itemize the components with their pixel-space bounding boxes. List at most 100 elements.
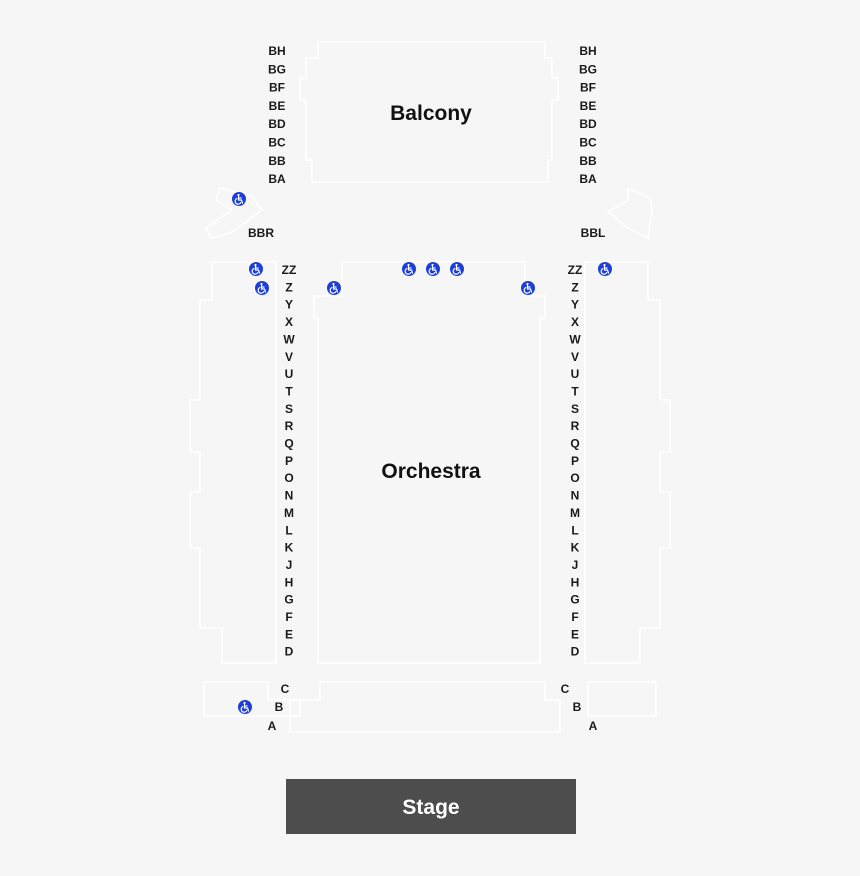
row-label[interactable]: Z: [285, 280, 292, 294]
row-label[interactable]: W: [569, 332, 581, 346]
row-label[interactable]: BB: [268, 154, 286, 168]
row-label[interactable]: G: [284, 593, 293, 607]
row-label[interactable]: T: [285, 384, 293, 398]
wheelchair-icon[interactable]: [249, 262, 263, 276]
wheelchair-icon[interactable]: [232, 192, 246, 206]
row-label[interactable]: R: [571, 419, 580, 433]
section-outlines: [189, 41, 671, 733]
row-label[interactable]: BF: [269, 81, 285, 95]
row-label[interactable]: Y: [285, 298, 293, 312]
row-label[interactable]: J: [286, 558, 293, 572]
row-label[interactable]: H: [285, 575, 294, 589]
orchestra-center-outline: [313, 261, 546, 664]
wheelchair-icon[interactable]: [255, 281, 269, 295]
accessible-seating-icons: [232, 192, 612, 714]
wheelchair-icon[interactable]: [426, 262, 440, 276]
row-label[interactable]: BA: [579, 172, 597, 186]
box-right-outline: [606, 187, 653, 240]
row-label[interactable]: B: [275, 700, 284, 714]
row-label[interactable]: BE: [269, 99, 286, 113]
balcony-title[interactable]: Balcony: [390, 102, 472, 125]
row-label[interactable]: BG: [268, 62, 286, 76]
row-label[interactable]: Z: [571, 280, 578, 294]
row-label[interactable]: R: [285, 419, 294, 433]
row-label[interactable]: BF: [580, 81, 596, 95]
wheelchair-icon[interactable]: [402, 262, 416, 276]
stage[interactable]: [286, 779, 576, 834]
wheelchair-icon[interactable]: [598, 262, 612, 276]
row-label[interactable]: E: [285, 627, 293, 641]
box-left-label[interactable]: BBR: [248, 226, 274, 240]
box-right-label[interactable]: BBL: [581, 226, 606, 240]
row-label[interactable]: Y: [571, 298, 579, 312]
balcony-row-labels-left: BH BG BF BE BD BC BB BA: [268, 44, 286, 186]
row-label[interactable]: V: [285, 350, 293, 364]
row-label[interactable]: L: [285, 523, 292, 537]
balcony-outline: [299, 41, 559, 183]
row-label[interactable]: X: [285, 315, 293, 329]
row-label[interactable]: J: [572, 558, 579, 572]
row-label[interactable]: W: [283, 332, 295, 346]
wheelchair-icon[interactable]: [327, 281, 341, 295]
row-label[interactable]: BA: [268, 172, 286, 186]
row-label[interactable]: C: [561, 682, 570, 696]
row-label[interactable]: ZZ: [568, 263, 583, 277]
stage-label: Stage: [402, 796, 459, 819]
row-label[interactable]: X: [571, 315, 579, 329]
row-label[interactable]: BH: [579, 44, 596, 58]
row-label[interactable]: BH: [268, 44, 285, 58]
row-label[interactable]: U: [285, 367, 294, 381]
front-right-outline: [587, 681, 657, 717]
wheelchair-icon[interactable]: [450, 262, 464, 276]
orchestra-title[interactable]: Orchestra: [381, 460, 481, 483]
row-label[interactable]: BG: [579, 62, 597, 76]
row-label[interactable]: G: [570, 593, 579, 607]
row-label[interactable]: D: [571, 645, 580, 659]
row-label[interactable]: BD: [579, 117, 597, 131]
row-label[interactable]: BC: [268, 136, 286, 150]
row-label[interactable]: BE: [580, 99, 597, 113]
row-label[interactable]: C: [281, 682, 290, 696]
row-label[interactable]: ZZ: [282, 263, 297, 277]
row-label[interactable]: A: [589, 719, 598, 733]
row-label[interactable]: BB: [579, 154, 597, 168]
row-label[interactable]: N: [571, 489, 580, 503]
row-label[interactable]: L: [571, 523, 578, 537]
row-label[interactable]: N: [285, 489, 294, 503]
front-center-outline: [289, 681, 561, 733]
row-label[interactable]: O: [570, 471, 579, 485]
row-label[interactable]: M: [284, 506, 294, 520]
row-label[interactable]: E: [571, 627, 579, 641]
orchestra-left-outline: [189, 261, 277, 664]
row-label[interactable]: T: [571, 384, 579, 398]
box-left-outline: [204, 187, 264, 239]
row-label[interactable]: M: [570, 506, 580, 520]
row-label[interactable]: U: [571, 367, 580, 381]
row-label[interactable]: B: [573, 700, 582, 714]
row-label[interactable]: D: [285, 645, 294, 659]
balcony-row-labels-right: BH BG BF BE BD BC BB BA: [579, 44, 597, 186]
row-label[interactable]: H: [571, 575, 580, 589]
row-label[interactable]: K: [571, 541, 580, 555]
wheelchair-icon[interactable]: [238, 700, 252, 714]
row-label[interactable]: BD: [268, 117, 286, 131]
row-label[interactable]: Q: [570, 437, 579, 451]
row-label[interactable]: S: [571, 402, 579, 416]
wheelchair-icon[interactable]: [521, 281, 535, 295]
row-label[interactable]: F: [571, 610, 578, 624]
orchestra-right-outline: [584, 261, 671, 664]
row-label[interactable]: F: [285, 610, 292, 624]
row-label[interactable]: Q: [284, 437, 293, 451]
row-label[interactable]: P: [285, 454, 293, 468]
row-label[interactable]: P: [571, 454, 579, 468]
row-label[interactable]: O: [284, 471, 293, 485]
row-label[interactable]: K: [285, 541, 294, 555]
row-label[interactable]: A: [268, 719, 277, 733]
row-label[interactable]: V: [571, 350, 579, 364]
row-label[interactable]: S: [285, 402, 293, 416]
row-label[interactable]: BC: [579, 136, 597, 150]
